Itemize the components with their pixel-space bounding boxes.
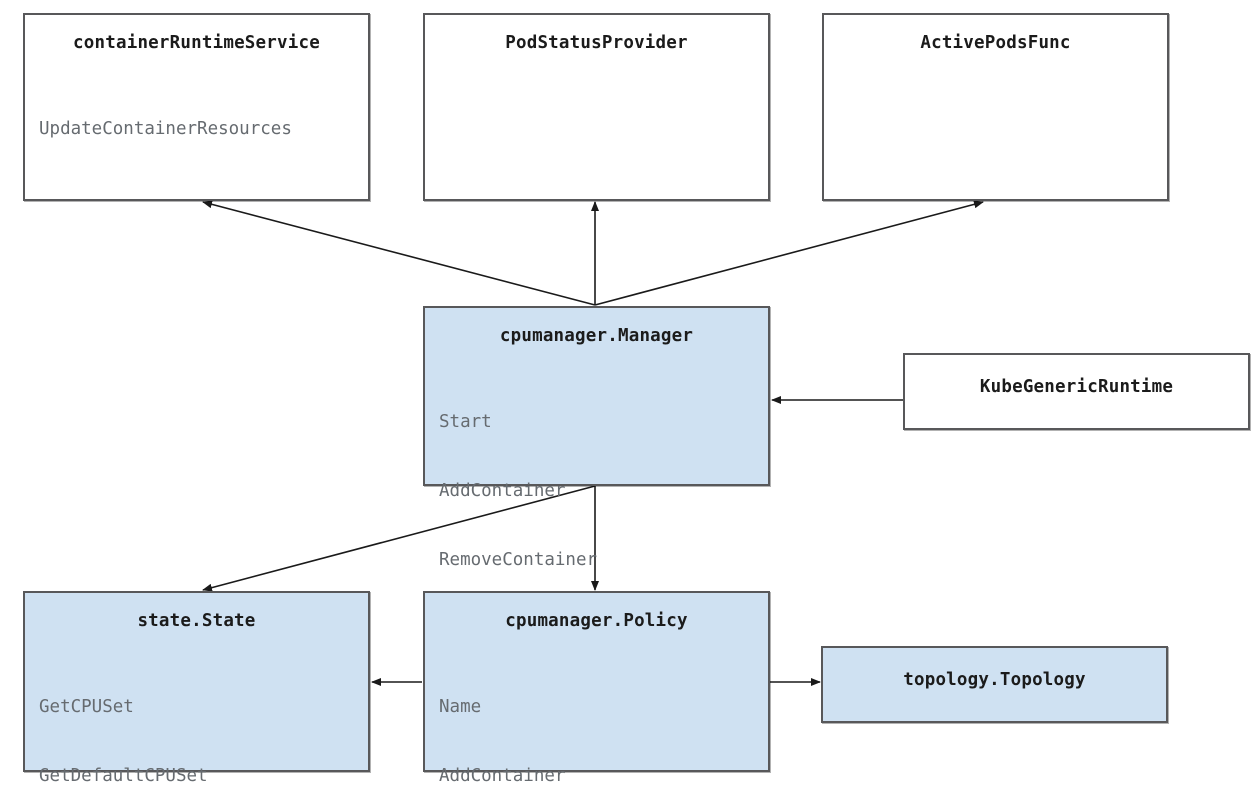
node-cpumanager-manager[interactable]: cpumanager.Manager Start AddContainer Re… — [423, 306, 770, 639]
node-podstatusprovider[interactable]: PodStatusProvider — [423, 13, 770, 201]
node-title: state.State — [137, 611, 256, 631]
member-item: UpdateContainerResources — [39, 119, 292, 139]
node-title: cpumanager.Policy — [505, 611, 688, 631]
member-item: GetDefaultCPUSet — [39, 766, 208, 786]
node-title: PodStatusProvider — [505, 33, 688, 53]
node-kubegenericruntime[interactable]: KubeGenericRuntime — [903, 353, 1250, 430]
node-activepodsfunc[interactable]: ActivePodsFunc — [822, 13, 1169, 201]
edge-manager-to-activepodsfunc — [594, 200, 984, 306]
member-item: Name — [439, 697, 482, 717]
member-item: AddContainer — [439, 766, 566, 786]
member-item: RemoveContainer — [439, 550, 598, 570]
node-members: GetCPUSet GetDefaultCPUSet SetCPUSet Set… — [39, 650, 368, 788]
edge-manager-to-containerruntimeservice — [202, 200, 596, 306]
node-members: Name AddContainer RemoveContainer — [439, 650, 768, 788]
node-title: ActivePodsFunc — [920, 33, 1071, 53]
member-item: AddContainer — [439, 481, 566, 501]
node-members: UpdateContainerResources — [39, 72, 368, 187]
node-title: topology.Topology — [903, 670, 1086, 690]
member-item: Start — [439, 412, 492, 432]
member-item: GetCPUSet — [39, 697, 134, 717]
node-topology-topology[interactable]: topology.Topology — [821, 646, 1168, 723]
node-cpumanager-policy[interactable]: cpumanager.Policy Name AddContainer Remo… — [423, 591, 770, 786]
node-containerruntimeservice[interactable]: containerRuntimeService UpdateContainerR… — [23, 13, 370, 201]
node-title: cpumanager.Manager — [499, 326, 694, 346]
node-title: containerRuntimeService — [73, 33, 320, 53]
node-state-state[interactable]: state.State GetCPUSet GetDefaultCPUSet S… — [23, 591, 370, 786]
node-title: KubeGenericRuntime — [979, 377, 1174, 397]
